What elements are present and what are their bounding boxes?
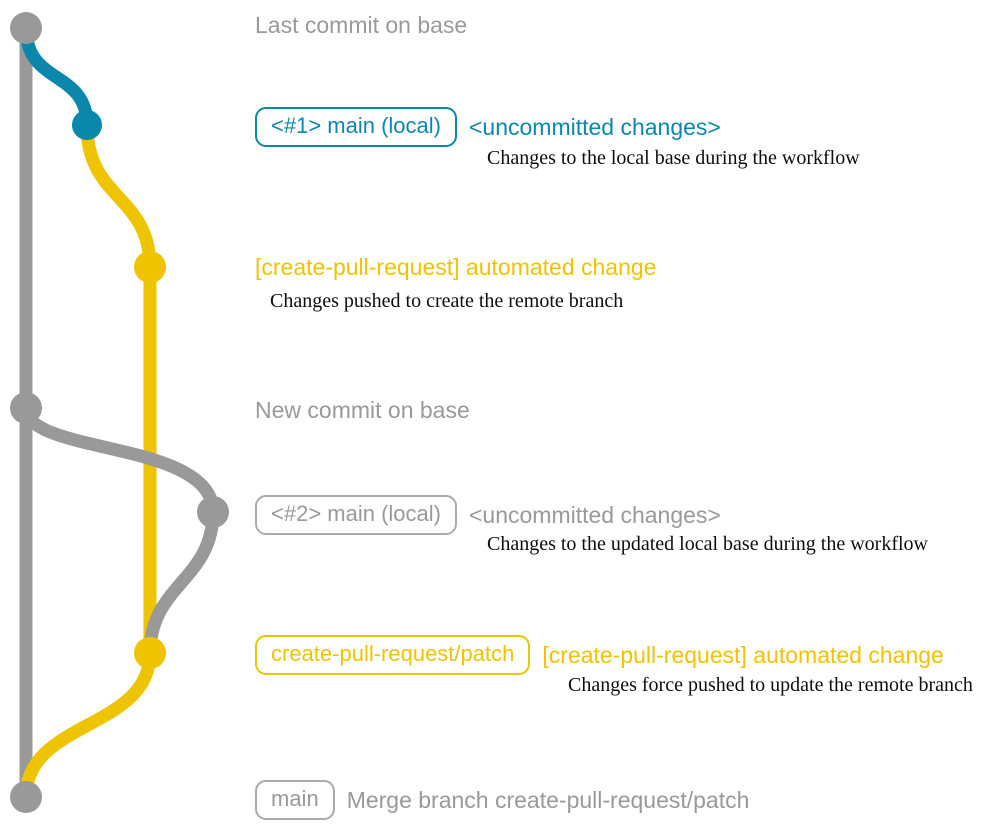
entry-automated-change-1: [create-pull-request] automated change [255,254,657,280]
entry-automated-change-2: create-pull-request/patch [create-pull-r… [255,635,944,675]
commit-subject: Last commit on base [255,12,468,38]
ref-label-main-local-1[interactable]: <#1> main (local) [255,107,457,147]
edge-local2-to-patch2 [143,505,220,660]
entry-description: Changes force pushed to update the remot… [568,674,973,696]
entry-local-uncommitted-1: <#1> main (local) <uncommitted changes> [255,107,721,147]
commit-subject: <uncommitted changes> [468,113,721,140]
entry-merge-commit: main Merge branch create-pull-request/pa… [255,780,749,820]
entry-local-uncommitted-2: <#2> main (local) <uncommitted changes> [255,495,721,535]
commit-subject: <uncommitted changes> [468,501,721,528]
ref-label-main[interactable]: main [255,780,335,820]
entry-last-commit-on-base: Last commit on base [255,12,467,39]
edge-base2-to-local2 [19,401,220,519]
commit-node-base-3 [10,781,42,813]
ref-label-main-local-2[interactable]: <#2> main (local) [255,495,457,535]
commit-node-local-2 [197,496,229,528]
entry-new-commit-on-base: New commit on base [255,397,470,423]
commit-node-base-2 [10,392,42,424]
commit-node-base-1 [10,12,42,44]
edge-local1-to-patch1 [80,118,157,274]
commit-node-local-1 [72,110,102,140]
commit-subject: [create-pull-request] automated change [542,641,944,668]
entry-description: Changes to the local base during the wor… [487,147,860,169]
commit-node-patch-1 [134,251,166,283]
entry-description: Changes pushed to create the remote bran… [270,290,624,312]
commit-subject: Merge branch create-pull-request/patch [346,786,750,813]
entry-description: Changes to the updated local base during… [487,533,928,555]
commit-nodes [10,12,229,813]
edge-base-to-local1 [19,21,94,132]
commit-node-patch-2 [134,637,166,669]
ref-label-create-pull-request-patch[interactable]: create-pull-request/patch [255,635,531,675]
edge-patch2-to-base3 [19,646,157,804]
